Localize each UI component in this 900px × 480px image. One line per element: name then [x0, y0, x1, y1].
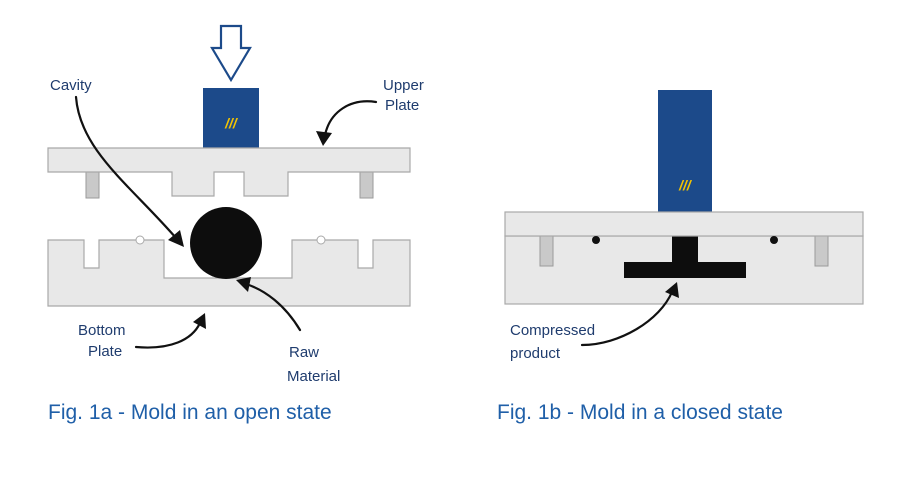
down-arrow-icon	[210, 24, 252, 83]
fig1a-open-mold: /// Cavity Upper Plate Bottom Plate Raw …	[47, 24, 424, 424]
raw-material-label-line2: Material	[287, 368, 340, 385]
guide-pin-right	[814, 235, 829, 267]
raw-material-leader	[244, 282, 302, 332]
bottom-plate-label-line2: Plate	[88, 343, 122, 360]
bottom-plate-label-line1: Bottom	[78, 322, 126, 339]
upper-plate-label-line2: Plate	[385, 97, 419, 114]
plunger-mark: ///	[224, 115, 239, 131]
bottom-plate	[47, 239, 411, 307]
fig1b-caption: Fig. 1b - Mold in a closed state	[497, 401, 783, 424]
raw-material-label-line1: Raw	[289, 344, 319, 361]
upper-plate	[47, 147, 411, 197]
fig1b-closed-mold: /// Compressed product Fig. 1b - Mold in…	[497, 90, 864, 424]
compressed-product	[624, 236, 746, 278]
upper-plate-closed	[504, 211, 864, 237]
plunger-closed	[658, 90, 712, 212]
compressed-product-label-line1: Compressed	[510, 322, 595, 339]
compressed-product-label-line2: product	[510, 345, 561, 362]
upper-plate-leader	[323, 100, 378, 137]
guide-pin-left	[539, 235, 554, 267]
cavity-label: Cavity	[50, 77, 92, 94]
cavity-leader	[74, 95, 178, 240]
upper-plate-label-line1: Upper	[383, 77, 424, 94]
bottom-plate-leader	[134, 321, 202, 349]
fig1a-caption: Fig. 1a - Mold in an open state	[48, 401, 332, 424]
upper-guide-pin-left	[85, 171, 100, 199]
plunger-mark-closed: ///	[678, 177, 693, 193]
upper-guide-pin-right	[359, 171, 374, 199]
plunger	[203, 88, 259, 148]
compressed-product-leader	[580, 290, 674, 347]
raw-material-ball	[190, 207, 262, 279]
